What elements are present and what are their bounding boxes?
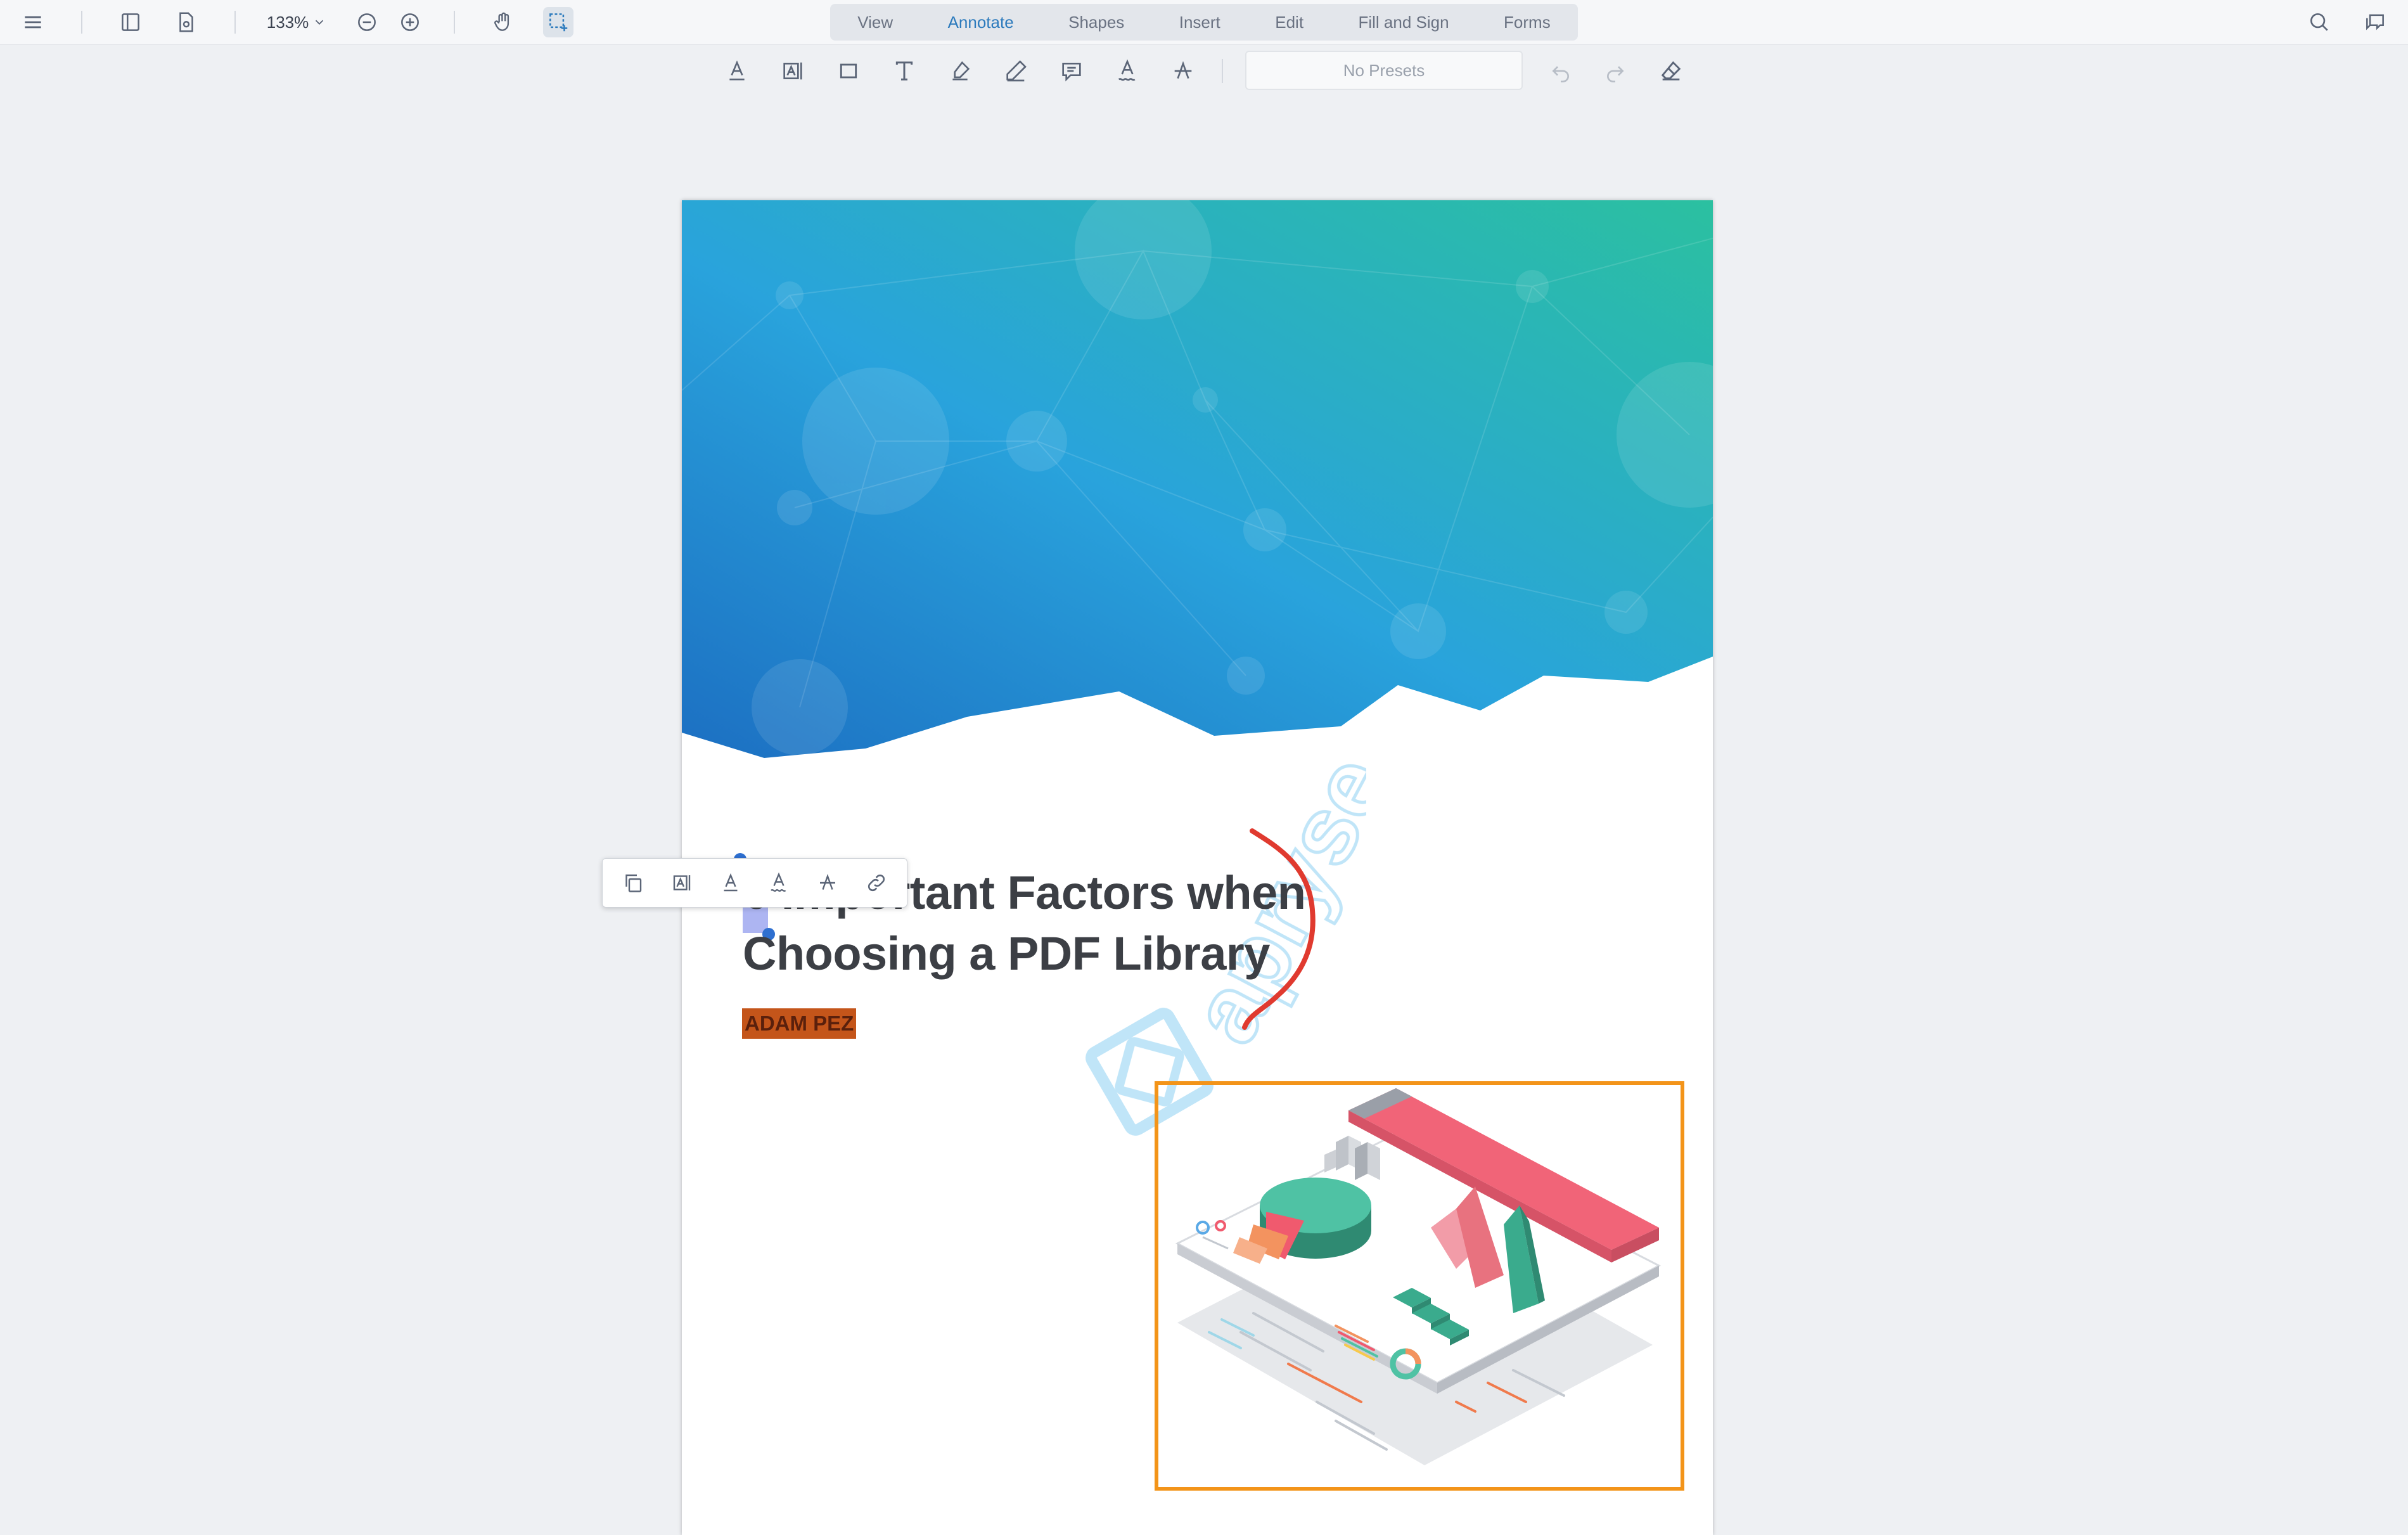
strikeout-icon[interactable] (812, 868, 843, 898)
comment-tool-icon[interactable] (1056, 56, 1087, 86)
free-text-tool-icon[interactable] (888, 56, 920, 86)
separator (81, 11, 82, 34)
freehand-ink-annotation[interactable] (1239, 828, 1379, 1043)
highlighter-tool-icon[interactable] (944, 56, 976, 86)
tab-forms[interactable]: Forms (1504, 12, 1551, 32)
tab-insert[interactable]: Insert (1179, 12, 1220, 32)
separator (454, 11, 455, 34)
tab-fill-and-sign[interactable]: Fill and Sign (1358, 12, 1449, 32)
title-line-2: Choosing a PDF Library (743, 927, 1270, 980)
left-panel-icon[interactable] (115, 7, 146, 37)
top-header: 133% View Annotate Shapes Insert Edit Fi… (0, 0, 2408, 45)
squiggly-icon[interactable] (764, 868, 794, 898)
pan-tool-icon[interactable] (488, 7, 518, 37)
tab-view[interactable]: View (857, 12, 893, 32)
tab-edit[interactable]: Edit (1275, 12, 1304, 32)
squiggly-tool-icon[interactable] (1111, 56, 1143, 86)
rectangle-annotation[interactable] (1155, 1081, 1684, 1491)
zoom-out-icon[interactable] (352, 7, 382, 37)
highlight-text-tool-icon[interactable] (777, 56, 809, 86)
menu-icon[interactable] (18, 7, 48, 37)
undo-icon[interactable] (1545, 56, 1577, 86)
cover-header-graphic (682, 200, 1713, 758)
pen-tool-icon[interactable] (1000, 56, 1032, 86)
comments-panel-icon[interactable] (2360, 7, 2390, 37)
annotation-toolbar: No Presets (0, 45, 2408, 97)
eraser-tool-icon[interactable] (1655, 56, 1687, 86)
document-viewport[interactable]: apryse 6 Important Factors when Choosing… (0, 96, 2408, 1535)
select-area-icon[interactable] (543, 7, 573, 37)
underline-tool-icon[interactable] (721, 56, 753, 86)
highlight-icon[interactable] (667, 868, 697, 898)
search-icon[interactable] (2304, 7, 2334, 37)
redo-icon[interactable] (1599, 56, 1631, 86)
tab-shapes[interactable]: Shapes (1068, 12, 1125, 32)
dashboard-illustration (1175, 1088, 1662, 1465)
tab-annotate[interactable]: Annotate (947, 12, 1014, 32)
strikeout-tool-icon[interactable] (1167, 56, 1199, 86)
text-selection-popup (602, 858, 907, 908)
zoom-in-icon[interactable] (395, 7, 425, 37)
ribbon-tabs: View Annotate Shapes Insert Edit Fill an… (830, 4, 1578, 41)
document-title: 6 Important Factors when Choosing a PDF … (743, 863, 1306, 984)
chevron-down-icon (316, 20, 324, 25)
separator (1222, 59, 1223, 83)
rectangle-tool-icon[interactable] (833, 56, 864, 86)
selection-end-handle[interactable] (762, 928, 775, 941)
author-highlight-annotation[interactable]: ADAM PEZ (742, 1008, 857, 1039)
separator (234, 11, 236, 34)
view-controls-icon[interactable] (171, 7, 202, 37)
zoom-dropdown[interactable]: 133% (259, 6, 335, 38)
link-icon[interactable] (861, 868, 892, 898)
copy-icon[interactable] (618, 868, 648, 898)
zoom-value: 133% (266, 12, 309, 32)
underline-icon[interactable] (715, 868, 746, 898)
style-presets[interactable]: No Presets (1245, 51, 1523, 90)
